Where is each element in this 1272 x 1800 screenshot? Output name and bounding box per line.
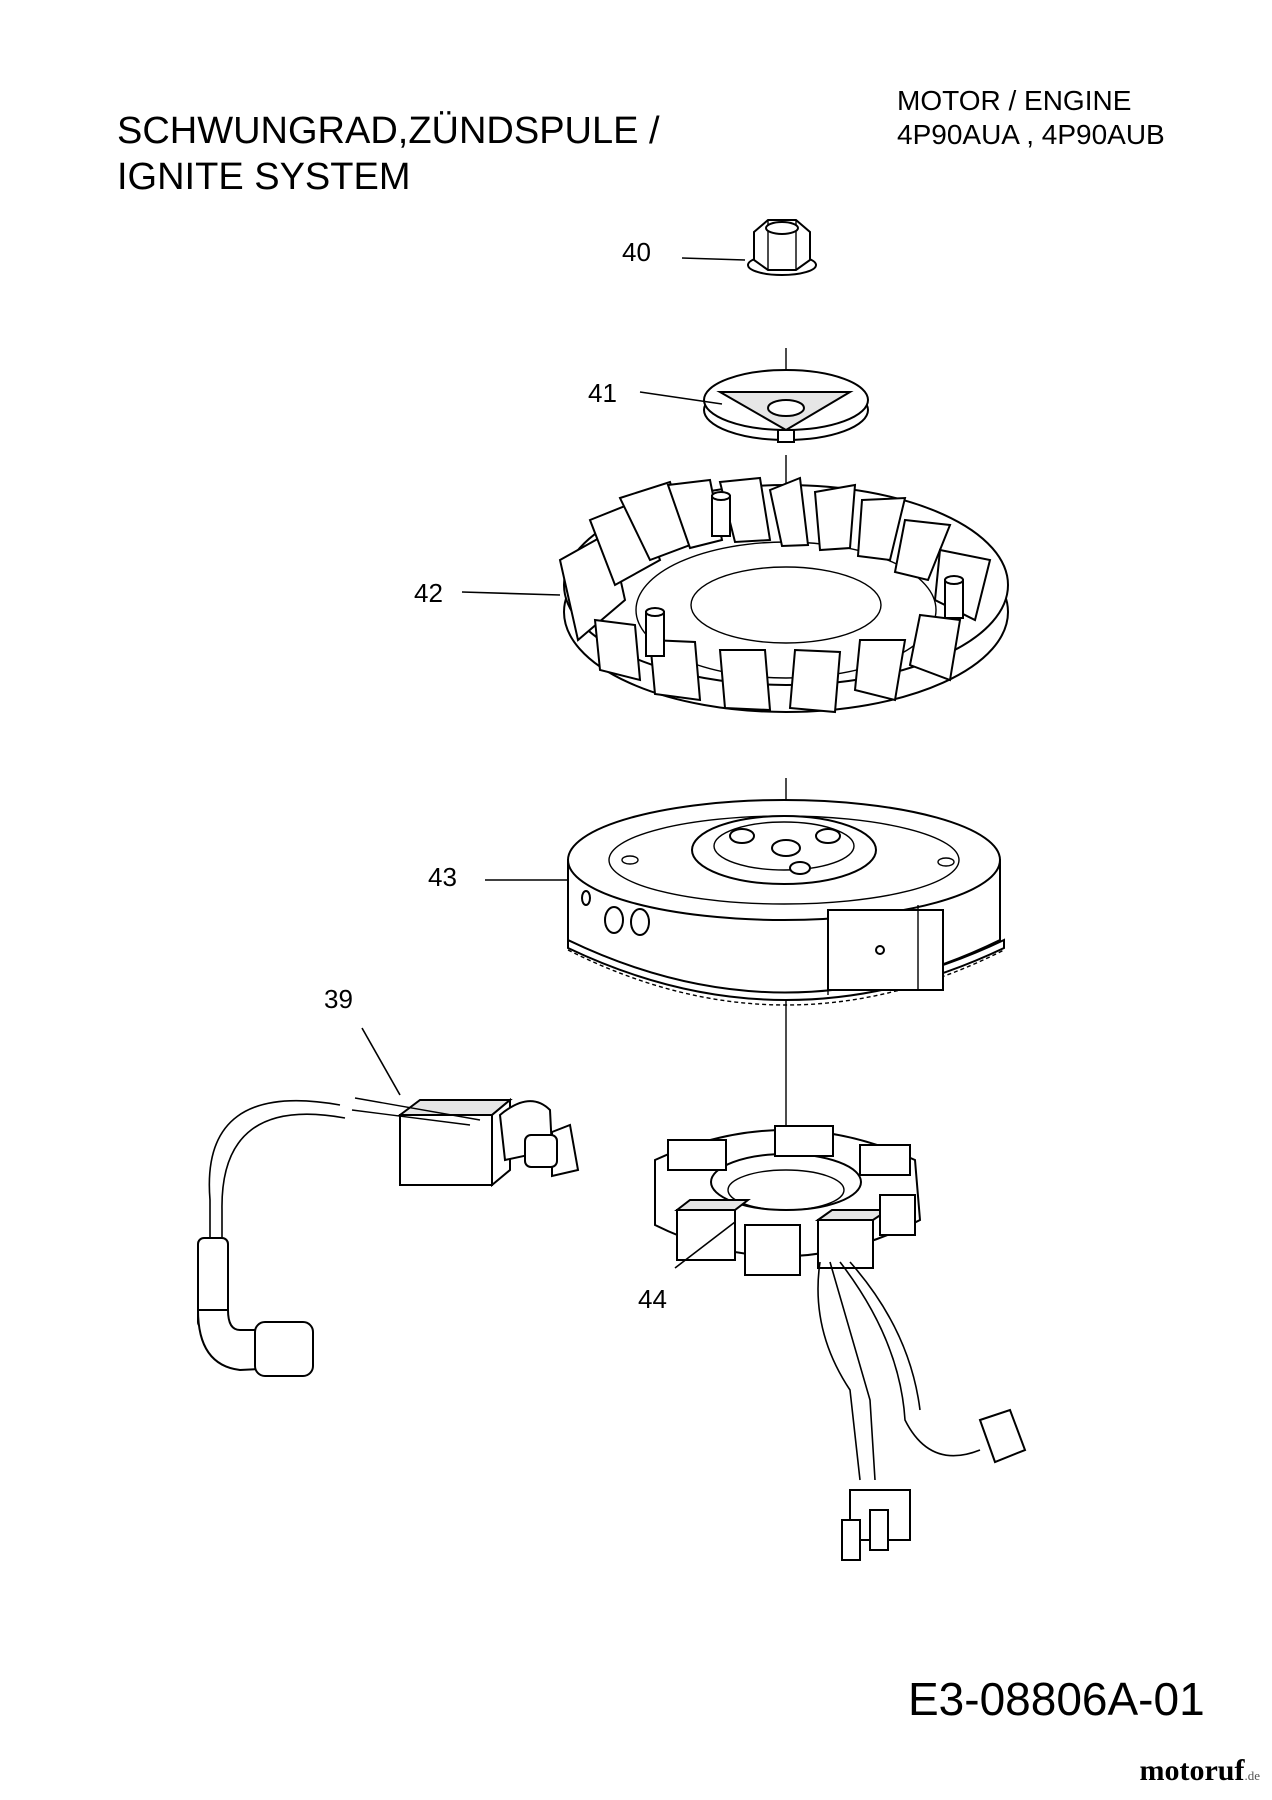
part-43-flywheel[interactable]: 43 bbox=[428, 799, 1005, 1006]
part-label-41: 41 bbox=[588, 378, 617, 408]
part-41-starter-cup[interactable]: 41 bbox=[588, 369, 869, 443]
drawing-code: E3-08806A-01 bbox=[908, 1673, 1205, 1725]
fan-blades bbox=[558, 476, 992, 714]
watermark-text: motoruf bbox=[1139, 1754, 1245, 1787]
engine-line-1: MOTOR / ENGINE bbox=[897, 85, 1132, 116]
engine-line-2: 4P90AUA , 4P90AUB bbox=[897, 119, 1165, 150]
part-label-39: 39 bbox=[324, 984, 353, 1014]
watermark-logo: motoruf.de bbox=[1139, 1754, 1260, 1788]
watermark-suffix: .de bbox=[1244, 1768, 1260, 1783]
part-42-fan[interactable]: 42 bbox=[414, 476, 1009, 714]
part-40-flange-nut[interactable]: 40 bbox=[622, 219, 817, 276]
stator-wire-harness bbox=[817, 1261, 1027, 1561]
part-label-44: 44 bbox=[638, 1284, 667, 1314]
part-label-40: 40 bbox=[622, 237, 651, 267]
title-line-1: SCHWUNGRAD,ZÜNDSPULE / bbox=[117, 110, 660, 152]
part-39-ignition-coil[interactable]: 39 bbox=[196, 984, 580, 1377]
diagram-title: SCHWUNGRAD,ZÜNDSPULE / IGNITE SYSTEM bbox=[117, 108, 660, 200]
part-label-43: 43 bbox=[428, 862, 457, 892]
title-line-2: IGNITE SYSTEM bbox=[117, 156, 411, 198]
part-44-stator[interactable]: 44 bbox=[638, 1125, 1027, 1561]
part-label-42: 42 bbox=[414, 578, 443, 608]
engine-info: MOTOR / ENGINE 4P90AUA , 4P90AUB bbox=[897, 84, 1165, 152]
